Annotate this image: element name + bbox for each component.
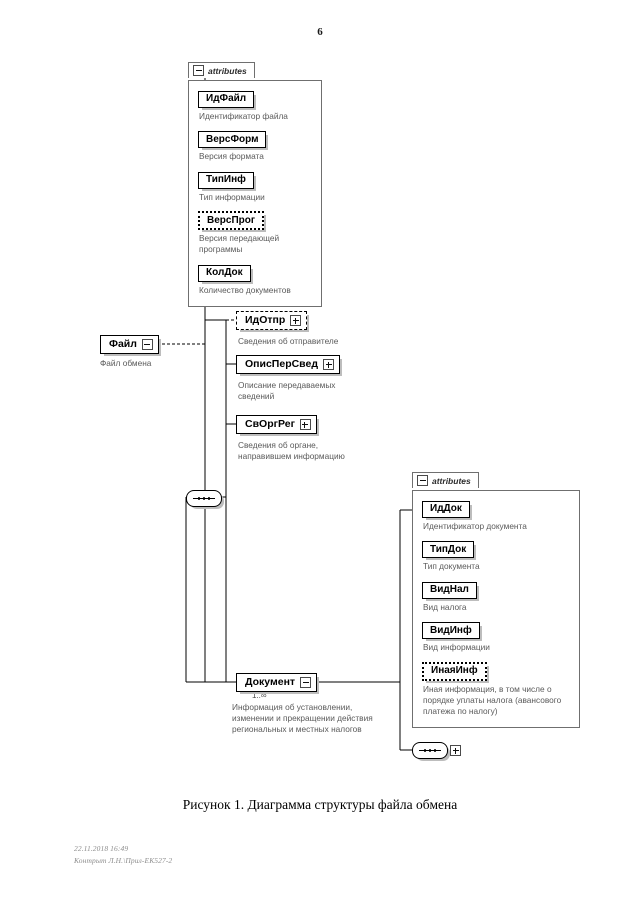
node-dokument[interactable]: Документ [236, 673, 318, 692]
expand-plus-icon[interactable] [290, 315, 302, 326]
expand-plus-icon[interactable] [323, 359, 335, 370]
footer-timestamp: 22.11.2018 16:49 [74, 844, 129, 853]
attribute-description: Версия формата [199, 151, 264, 161]
attributes-tab-label: attributes [208, 65, 247, 76]
page-number: 6 [317, 26, 323, 38]
node-opisperssved-description: Описание передаваемых сведений [238, 380, 336, 401]
attribute-description: Идентификатор документа [423, 520, 527, 531]
attribute-description: Идентификатор файла [199, 110, 288, 121]
attribute-vidinf[interactable]: ВидИнф [422, 622, 480, 639]
attribute-description: Версия передающей программы [199, 233, 280, 254]
node-idotpr[interactable]: ИдОтпр [236, 311, 308, 330]
page-footer: 22.11.2018 16:49 Контрыт Л.Н.\Прил-ЕК527… [74, 843, 172, 867]
file-attributes-panel: attributes ИдФайл Идентификатор файла Ве… [188, 62, 322, 307]
attribute-versprog[interactable]: ВерсПрог [198, 211, 265, 230]
attribute-idfayl[interactable]: ИдФайл [198, 90, 255, 108]
sequence-icon [193, 497, 215, 500]
attributes-tab[interactable]: attributes [188, 62, 255, 78]
attribute-row: ИдФайл Идентификатор файла [198, 88, 312, 122]
attribute-koldok[interactable]: КолДок [198, 264, 251, 282]
collapse-minus-icon[interactable] [417, 475, 428, 486]
document-attributes-body: ИдДок Идентификатор документа ТипДок Тип… [412, 490, 580, 728]
attribute-row: ТипДок Тип документа [422, 539, 570, 573]
file-attributes-body: ИдФайл Идентификатор файла ВерсФорм Верс… [188, 80, 322, 307]
attribute-tipinf[interactable]: ТипИнф [198, 171, 254, 189]
attribute-row: ИнаяИнф Иная информация, в том числе о п… [422, 660, 570, 717]
attribute-description: Иная информация, в том числе о порядке у… [423, 683, 562, 716]
node-opisperssved[interactable]: ОписПерСвед [236, 355, 341, 374]
attribute-description: Тип информации [199, 191, 265, 202]
figure-caption: Рисунок 1. Диаграмма структуры файла обм… [182, 797, 458, 812]
node-label: Документ [245, 676, 296, 688]
attribute-versform[interactable]: ВерсФорм [198, 131, 267, 148]
attribute-description: Тип документа [423, 561, 480, 571]
attribute-description: Количество документов [199, 284, 291, 295]
node-dokument-description: Информация об установлении, изменении и … [232, 702, 373, 734]
node-label: Файл [109, 338, 137, 350]
attribute-description: Вид информации [423, 642, 490, 652]
attribute-tipdok[interactable]: ТипДок [422, 541, 475, 558]
attribute-row: ТипИнф Тип информации [198, 169, 312, 203]
node-label: СвОргРег [245, 418, 295, 430]
attributes-tab[interactable]: attributes [412, 472, 479, 488]
sequence-compositor-document[interactable] [412, 742, 448, 759]
attribute-row: ВидНал Вид налога [422, 579, 570, 613]
node-svorgreg[interactable]: СвОргРег [236, 415, 317, 434]
expand-plus-icon[interactable] [450, 745, 461, 756]
collapse-minus-icon[interactable] [141, 339, 153, 350]
attribute-row: ВерсФорм Версия формата [198, 129, 312, 163]
sequence-icon [419, 749, 441, 752]
sequence-compositor-file[interactable] [186, 490, 222, 507]
node-svorgreg-description: Сведения об органе, направившем информац… [238, 440, 345, 461]
attribute-row: ВидИнф Вид информации [422, 620, 570, 654]
schema-diagram: attributes ИдФайл Идентификатор файла Ве… [100, 62, 580, 759]
attribute-vidnal[interactable]: ВидНал [422, 581, 477, 599]
expand-plus-icon[interactable] [299, 419, 311, 430]
attribute-description: Вид налога [423, 601, 467, 612]
attributes-tab-label: attributes [432, 475, 471, 486]
collapse-minus-icon[interactable] [300, 677, 312, 688]
collapse-minus-icon[interactable] [193, 65, 204, 76]
attribute-row: ИдДок Идентификатор документа [422, 498, 570, 532]
attribute-inayainf[interactable]: ИнаяИнф [422, 661, 487, 681]
attribute-row: ВерсПрог Версия передающей программы [198, 210, 312, 256]
attribute-row: КолДок Количество документов [198, 262, 312, 296]
node-label: ИдОтпр [245, 314, 286, 326]
document-attributes-panel: attributes ИдДок Идентификатор документа… [412, 472, 580, 728]
node-fayl-description: Файл обмена [100, 358, 152, 368]
node-fayl[interactable]: Файл [100, 335, 159, 354]
node-idotpr-description: Сведения об отправителе [238, 336, 339, 346]
node-label: ОписПерСвед [245, 358, 319, 370]
footer-path: Контрыт Л.Н.\Прил-ЕК527-2 [74, 856, 173, 865]
node-dokument-cardinality: 1..∞ [252, 691, 267, 700]
attribute-iddok[interactable]: ИдДок [422, 500, 470, 518]
